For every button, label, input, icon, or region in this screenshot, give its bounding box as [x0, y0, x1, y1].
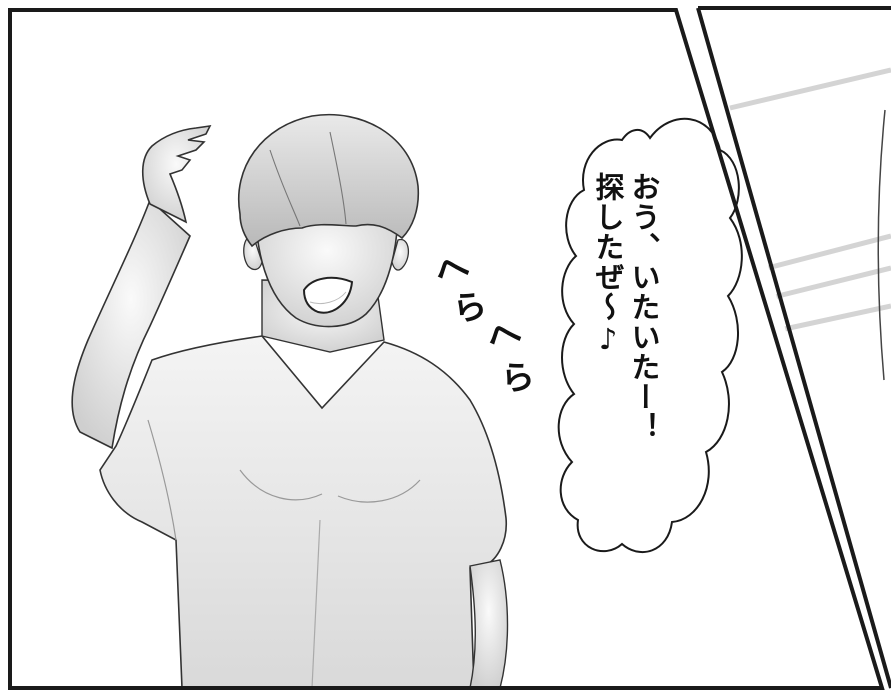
- speech-line-2: 探したぜ～♪: [591, 172, 625, 357]
- speech-bubble-outline: [557, 117, 743, 553]
- left-panel-border: [8, 8, 885, 690]
- character-illustration: [71, 113, 509, 688]
- speech-line-1: おう、いたいたー！: [627, 172, 661, 442]
- right-panel-speed-lines: [729, 67, 891, 381]
